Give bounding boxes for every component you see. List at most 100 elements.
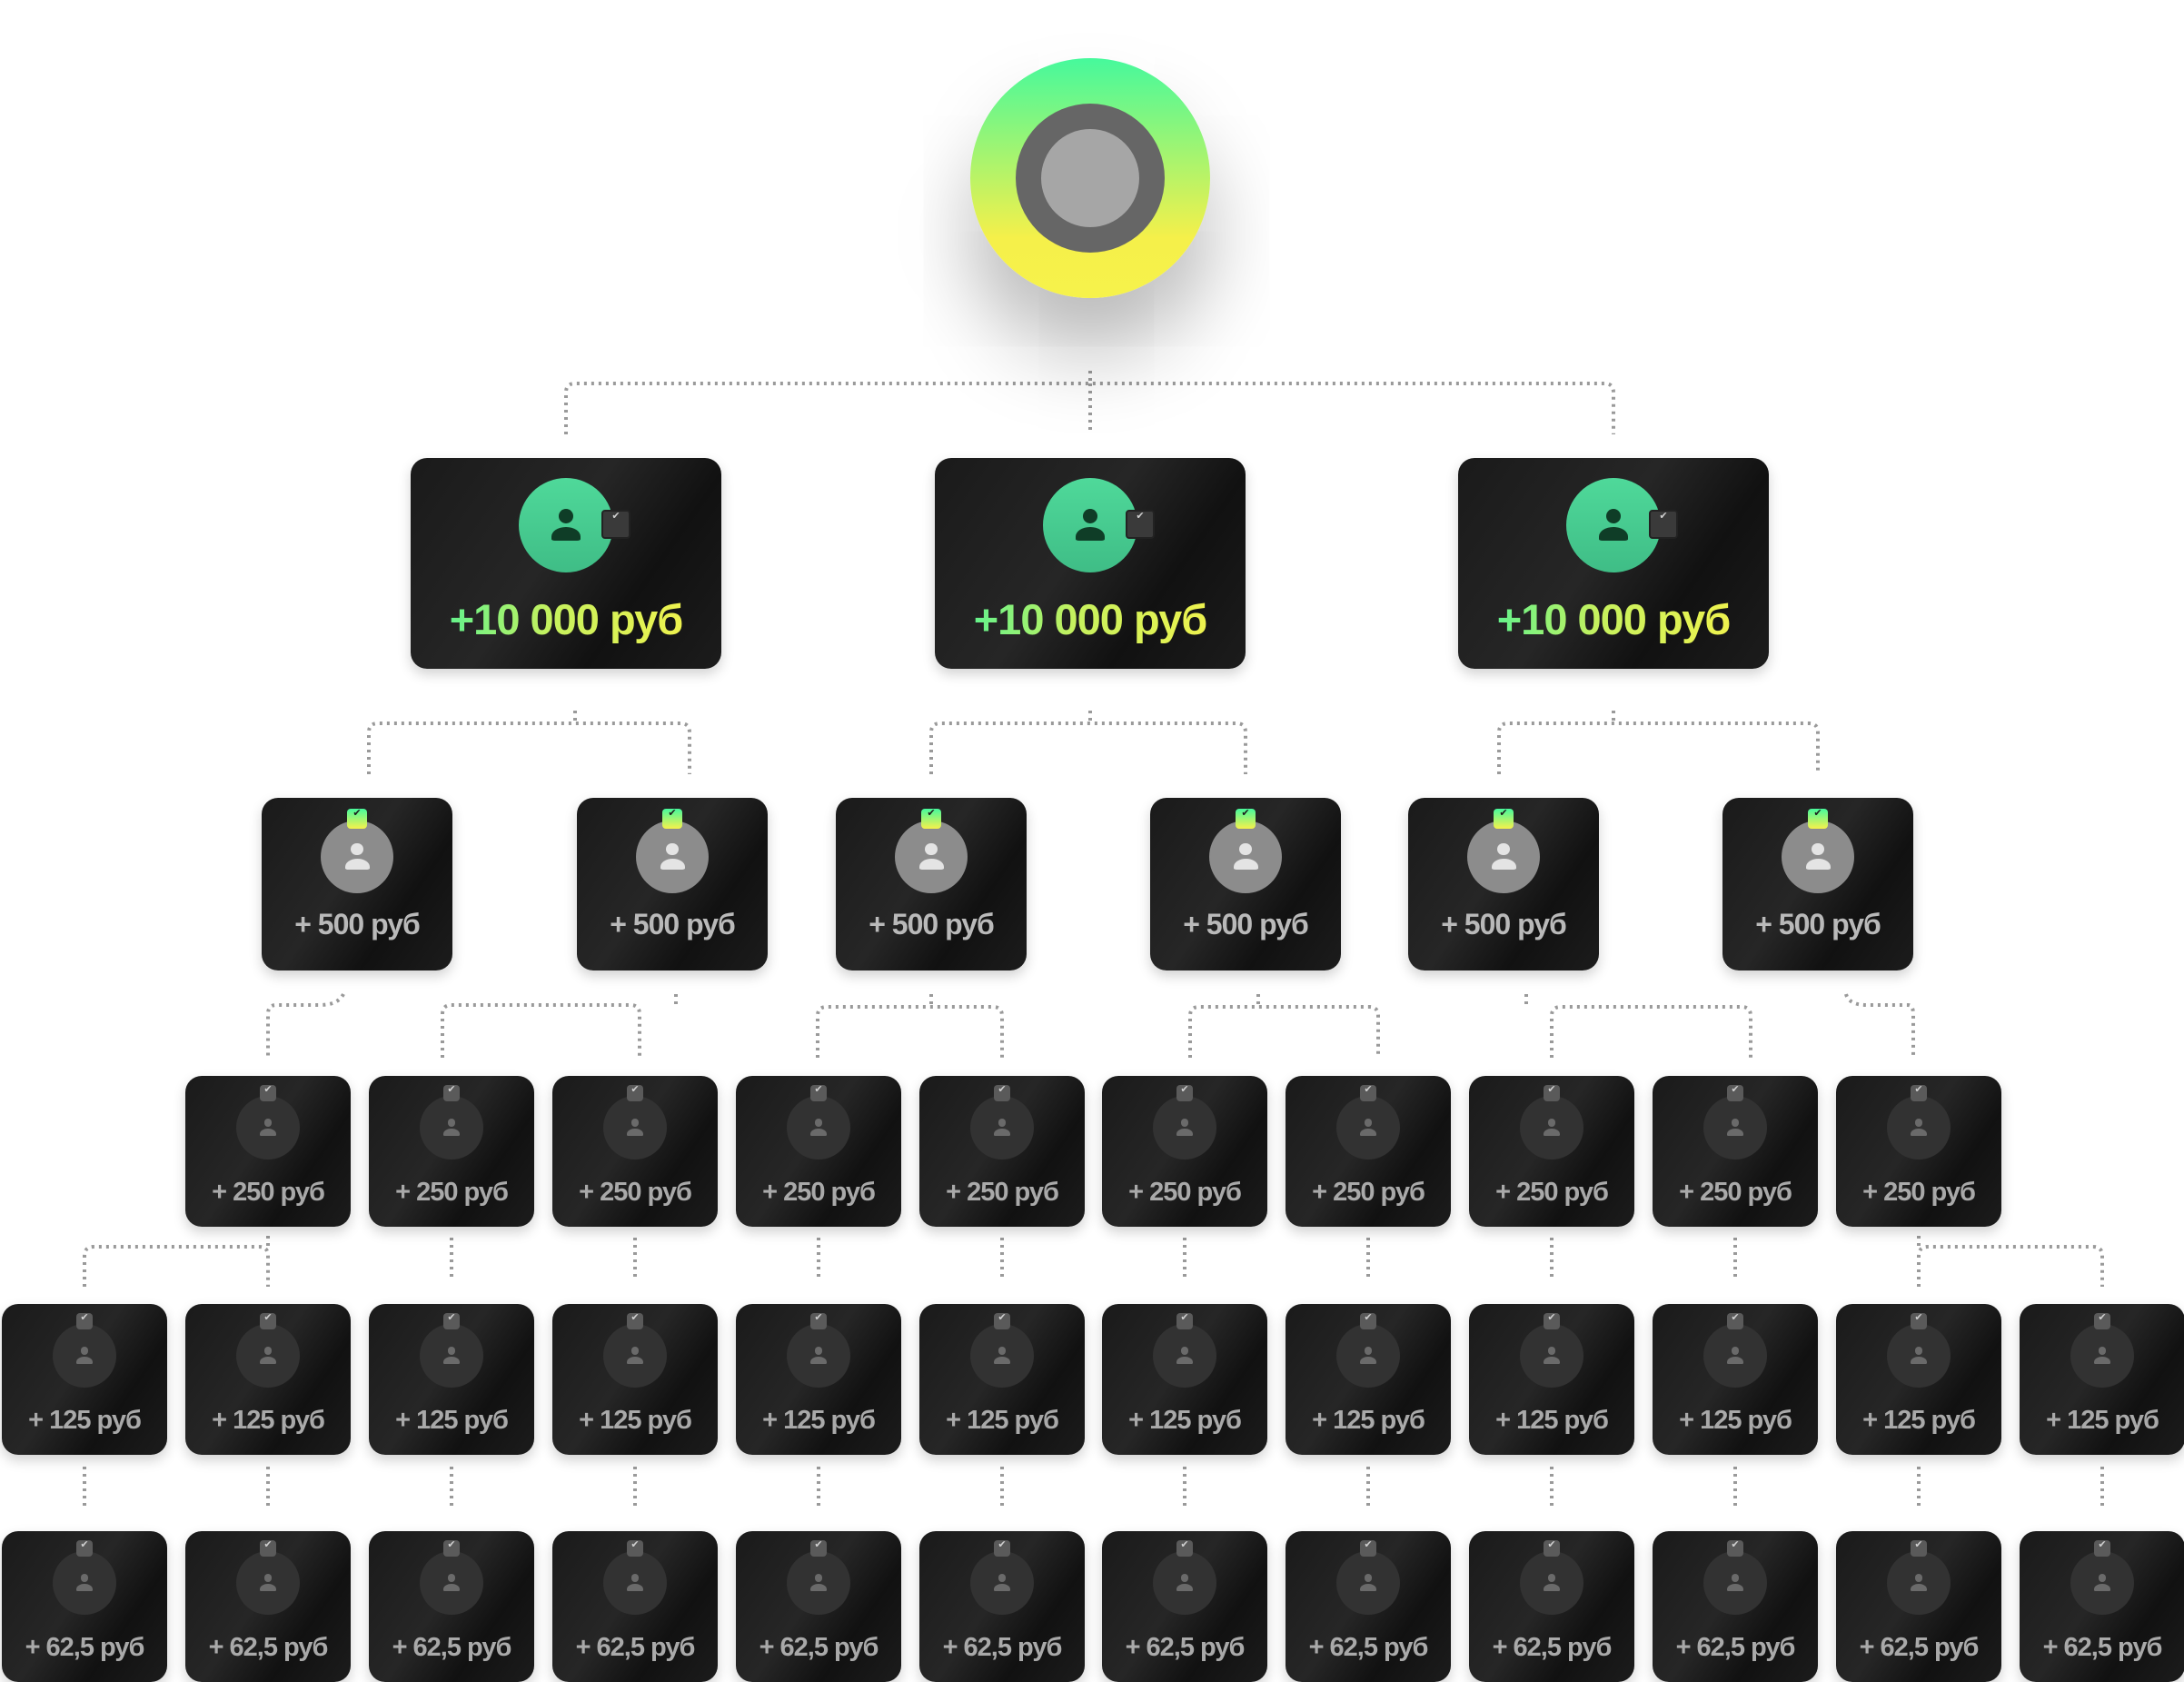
avatar [787, 1096, 850, 1159]
referral-card-level-4[interactable]: ✔+ 125 руб [1836, 1304, 2001, 1455]
referral-card-level-4[interactable]: ✔+ 125 руб [736, 1304, 901, 1455]
avatar [603, 1324, 667, 1388]
referral-card-level-1[interactable]: ✔+10 000 руб [1458, 458, 1769, 669]
avatar [787, 1324, 850, 1388]
avatar [1336, 1096, 1400, 1159]
reward-amount: + 125 руб [2046, 1406, 2159, 1435]
user-icon [809, 1574, 828, 1592]
avatar [236, 1096, 300, 1159]
user-icon [626, 1574, 644, 1592]
referral-card-level-1[interactable]: ✔+10 000 руб [935, 458, 1246, 669]
verified-badge: ✔ [260, 1313, 276, 1329]
referral-card-level-5[interactable]: ✔+ 62,5 руб [1469, 1531, 1634, 1682]
referral-card-level-4[interactable]: ✔+ 125 руб [552, 1304, 718, 1455]
referral-card-level-4[interactable]: ✔+ 125 руб [919, 1304, 1085, 1455]
check-icon: ✔ [1136, 511, 1145, 522]
user-icon [1176, 1574, 1194, 1592]
verified-badge: ✔ [1126, 510, 1155, 539]
referral-card-level-4[interactable]: ✔+ 125 руб [185, 1304, 351, 1455]
referral-card-level-4[interactable]: ✔+ 125 руб [369, 1304, 534, 1455]
user-icon [259, 1119, 277, 1137]
avatar [53, 1324, 116, 1388]
referral-card-level-3[interactable]: ✔+ 250 руб [369, 1076, 534, 1227]
referral-card-level-2[interactable]: ✔+ 500 руб [1408, 798, 1599, 970]
avatar [236, 1324, 300, 1388]
verified-badge: ✔ [1360, 1085, 1376, 1101]
check-icon: ✔ [998, 1084, 1007, 1095]
reward-amount: + 125 руб [395, 1406, 509, 1435]
user-icon [1074, 509, 1107, 542]
user-icon [809, 1347, 828, 1365]
connector-line [367, 722, 691, 774]
referral-card-level-4[interactable]: ✔+ 125 руб [2020, 1304, 2184, 1455]
referral-card-level-2[interactable]: ✔+ 500 руб [836, 798, 1027, 970]
reward-amount: + 500 руб [294, 908, 421, 941]
referral-card-level-4[interactable]: ✔+ 125 руб [1653, 1304, 1818, 1455]
referral-card-level-3[interactable]: ✔+ 250 руб [185, 1076, 351, 1227]
referral-card-level-4[interactable]: ✔+ 125 руб [1102, 1304, 1267, 1455]
referral-card-level-5[interactable]: ✔+ 62,5 руб [919, 1531, 1085, 1682]
user-icon [626, 1347, 644, 1365]
referral-card-level-2[interactable]: ✔+ 500 руб [1722, 798, 1913, 970]
referral-card-level-2[interactable]: ✔+ 500 руб [577, 798, 768, 970]
referral-card-level-3[interactable]: ✔+ 250 руб [1286, 1076, 1451, 1227]
connector-line [564, 382, 1615, 434]
avatar [420, 1096, 483, 1159]
referral-card-level-5[interactable]: ✔+ 62,5 руб [736, 1531, 901, 1682]
user-icon [1543, 1347, 1561, 1365]
check-icon: ✔ [814, 1539, 823, 1550]
user-icon [1910, 1347, 1928, 1365]
reward-amount: + 250 руб [1128, 1178, 1242, 1207]
referral-card-level-2[interactable]: ✔+ 500 руб [1150, 798, 1341, 970]
user-icon [1176, 1347, 1194, 1365]
referral-card-level-5[interactable]: ✔+ 62,5 руб [185, 1531, 351, 1682]
referral-card-level-1[interactable]: ✔+10 000 руб [411, 458, 721, 669]
referral-card-level-3[interactable]: ✔+ 250 руб [1836, 1076, 2001, 1227]
check-icon: ✔ [1180, 1084, 1189, 1095]
referral-card-level-5[interactable]: ✔+ 62,5 руб [369, 1531, 534, 1682]
connector-line [1188, 1005, 1380, 1058]
reward-amount: + 125 руб [28, 1406, 142, 1435]
referral-card-level-5[interactable]: ✔+ 62,5 руб [1102, 1531, 1267, 1682]
verified-badge: ✔ [347, 809, 367, 829]
referral-card-level-5[interactable]: ✔+ 62,5 руб [2020, 1531, 2184, 1682]
referral-card-level-5[interactable]: ✔+ 62,5 руб [1653, 1531, 1818, 1682]
verified-badge: ✔ [994, 1313, 1010, 1329]
avatar [2070, 1324, 2134, 1388]
referral-card-level-3[interactable]: ✔+ 250 руб [1469, 1076, 1634, 1227]
verified-badge: ✔ [1360, 1313, 1376, 1329]
reward-amount: + 500 руб [1183, 908, 1309, 941]
referral-card-level-5[interactable]: ✔+ 62,5 руб [2, 1531, 167, 1682]
avatar [1153, 1324, 1216, 1388]
avatar [1887, 1324, 1951, 1388]
referral-card-level-3[interactable]: ✔ + 250 руб [1102, 1076, 1267, 1227]
referral-card-level-3[interactable]: ✔+ 250 руб [552, 1076, 718, 1227]
referral-card-level-3[interactable]: ✔+ 250 руб [1653, 1076, 1818, 1227]
user-icon [2093, 1347, 2111, 1365]
user-icon [993, 1347, 1011, 1365]
connector-line [83, 1245, 270, 1287]
reward-amount: + 250 руб [762, 1178, 876, 1207]
referral-card-level-5[interactable]: ✔+ 62,5 руб [552, 1531, 718, 1682]
avatar [2070, 1551, 2134, 1615]
verified-badge: ✔ [1544, 1313, 1560, 1329]
avatar [420, 1324, 483, 1388]
referral-card-level-4[interactable]: ✔+ 125 руб [1286, 1304, 1451, 1455]
referral-card-level-3[interactable]: ✔ + 250 руб [919, 1076, 1085, 1227]
reward-amount: + 250 руб [946, 1178, 1059, 1207]
verified-badge: ✔ [76, 1540, 93, 1557]
referral-card-level-4[interactable]: ✔+ 125 руб [2, 1304, 167, 1455]
user-icon [1359, 1574, 1377, 1592]
avatar [970, 1551, 1034, 1615]
referral-card-level-5[interactable]: ✔+ 62,5 руб [1286, 1531, 1451, 1682]
verified-badge: ✔ [1727, 1085, 1743, 1101]
referral-card-level-2[interactable]: ✔ + 500 руб [262, 798, 452, 970]
connector-line [816, 1005, 1004, 1058]
referral-card-level-3[interactable]: ✔+ 250 руб [736, 1076, 901, 1227]
referral-card-level-4[interactable]: ✔+ 125 руб [1469, 1304, 1634, 1455]
connector-line [441, 1003, 641, 1058]
avatar [1209, 821, 1282, 893]
avatar [1520, 1551, 1583, 1615]
referral-card-level-5[interactable]: ✔+ 62,5 руб [1836, 1531, 2001, 1682]
